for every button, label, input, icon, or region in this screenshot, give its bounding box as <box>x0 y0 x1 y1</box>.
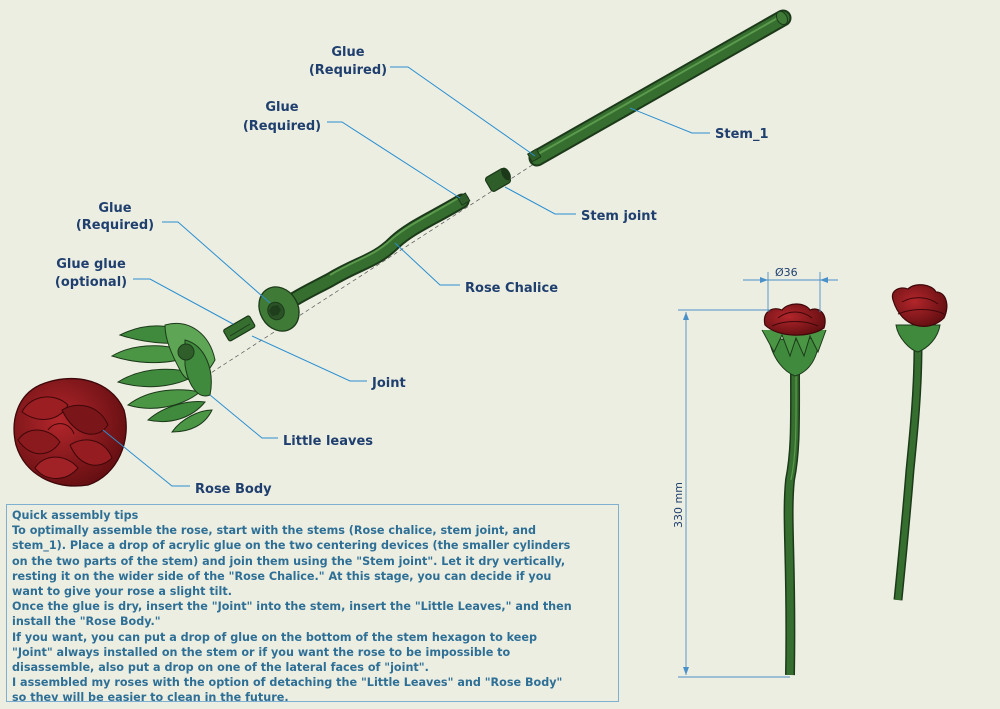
leader-glue-low <box>162 221 271 304</box>
label-stem-joint: Stem joint <box>581 209 657 224</box>
leader-little-leaves <box>209 394 278 439</box>
label-glue-low: Glue <box>98 201 131 216</box>
rose-tilted-view <box>891 284 948 601</box>
label-stem-1: Stem_1 <box>715 127 769 142</box>
label-rose-body: Rose Body <box>195 482 272 497</box>
joint-part <box>223 315 256 342</box>
tips-title: Quick assembly tips <box>12 509 139 522</box>
rose-body-part <box>13 378 127 487</box>
label-little-leaves: Little leaves <box>283 434 373 449</box>
little-leaves-part <box>110 323 216 433</box>
tips-line: disassemble, also put a drop on one of t… <box>12 661 429 675</box>
label-rose-chalice: Rose Chalice <box>465 281 558 296</box>
tips-line: To optimally assemble the rose, start wi… <box>12 524 537 538</box>
tips-line: want to give your rose a slight tilt. <box>12 585 232 599</box>
label-glue-top: Glue <box>331 45 364 60</box>
leader-glue-optional <box>133 278 234 325</box>
tips-line: I assembled my roses with the option of … <box>12 676 563 690</box>
label-glue-low-required: (Required) <box>76 218 154 233</box>
diameter-label: Ø36 <box>775 266 798 279</box>
tips-line: stem_1). Place a drop of acrylic glue on… <box>12 539 571 553</box>
leader-stem-joint <box>504 186 576 215</box>
label-glue-optional-sub: (optional) <box>55 275 127 290</box>
leader-glue-mid <box>327 121 461 199</box>
label-joint: Joint <box>371 376 406 391</box>
tips-line: install the "Rose Body." <box>12 615 161 629</box>
label-glue-top-required: (Required) <box>309 63 387 78</box>
tips-line: "Joint" always installed on the stem or … <box>12 645 511 659</box>
tips-line: on the two parts of the stem) and join t… <box>12 554 566 568</box>
rose-chalice-part <box>258 192 471 332</box>
leader-stem-1 <box>629 107 710 134</box>
label-glue-optional: Glue glue <box>56 257 126 272</box>
label-glue-mid-required: (Required) <box>243 119 321 134</box>
stem-1-part <box>526 9 792 167</box>
tips-line: resting it on the wider side of the "Ros… <box>12 569 552 583</box>
leader-joint <box>251 335 367 382</box>
tips-line: If you want, you can put a drop of glue … <box>12 630 537 644</box>
height-label: 330 mm <box>672 482 685 528</box>
dimension-diameter <box>743 272 838 312</box>
rose-side-view <box>761 303 827 676</box>
tips-line: Once the glue is dry, insert the "Joint"… <box>12 600 572 614</box>
tips-line: so they will be easier to clean in the f… <box>12 691 289 702</box>
assembly-axis <box>199 159 541 381</box>
stem-joint-part <box>484 167 512 192</box>
leader-glue-top <box>390 66 536 157</box>
assembly-tips-box: Quick assembly tips To optimally assembl… <box>6 504 619 702</box>
leader-rose-chalice <box>394 242 460 286</box>
leader-rose-body <box>102 429 190 487</box>
label-glue-mid: Glue <box>265 100 298 115</box>
dimension-height <box>678 309 790 678</box>
